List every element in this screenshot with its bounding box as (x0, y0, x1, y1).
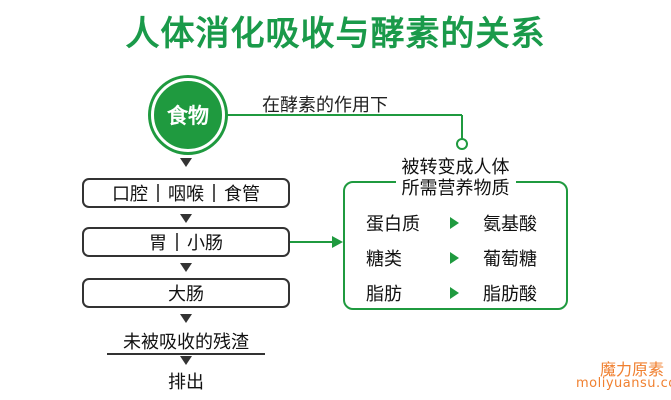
food-label: 食物 (167, 104, 209, 128)
conversion-arrow-icon (450, 287, 459, 299)
separator (157, 184, 159, 202)
watermark-en: moliyuansu.com (576, 376, 671, 391)
nutrient-box-title: 被转变成人体 所需营养物质 (343, 157, 568, 199)
conversion-row-fat: 脂肪 脂肪酸 (360, 280, 555, 306)
stage-mouth-throat-esophagus: 口腔 咽喉 食管 (82, 178, 290, 208)
conversion-row-sugar: 糖类 葡萄糖 (360, 245, 555, 271)
residue-label: 未被吸收的残渣 (123, 332, 249, 353)
stage-part: 小肠 (187, 233, 223, 254)
stage-part: 咽喉 (168, 184, 204, 205)
conversion-row-protein: 蛋白质 氨基酸 (360, 210, 555, 236)
down-arrow-5 (180, 356, 192, 365)
stage-part: 大肠 (168, 284, 204, 305)
stage-stomach-small-intestine: 胃 小肠 (82, 227, 290, 257)
down-arrow-4 (180, 314, 192, 323)
stage-part: 口腔 (112, 184, 148, 205)
watermark-cn: 魔力原素 (600, 360, 665, 379)
down-arrow-3 (180, 263, 192, 272)
conversion-to: 葡萄糖 (483, 249, 537, 270)
stage-part: 食管 (224, 184, 260, 205)
conversion-from: 蛋白质 (366, 214, 420, 235)
conversion-to: 脂肪酸 (483, 284, 537, 305)
enzyme-label: 在酵素的作用下 (262, 95, 388, 116)
stage-part: 胃 (149, 233, 167, 254)
down-arrow-2 (180, 214, 192, 223)
enzyme-node (456, 138, 468, 150)
separator (213, 184, 215, 202)
conversion-from: 糖类 (366, 249, 402, 270)
conversion-from: 脂肪 (366, 284, 402, 305)
box-title-line2: 所需营养物质 (395, 178, 516, 199)
diagram-title: 人体消化吸收与酵素的关系 (125, 14, 546, 54)
box-title-line1: 被转变成人体 (395, 157, 516, 178)
conversion-to: 氨基酸 (483, 214, 537, 235)
food-node: 食物 (151, 78, 225, 152)
residue-underline (107, 353, 265, 355)
separator (176, 233, 178, 251)
down-arrow-1 (180, 158, 192, 167)
stage-large-intestine: 大肠 (82, 278, 290, 308)
conversion-arrow-icon (450, 217, 459, 229)
excrete-label: 排出 (168, 372, 204, 393)
absorb-arrow-head (332, 236, 343, 248)
conversion-arrow-icon (450, 252, 459, 264)
